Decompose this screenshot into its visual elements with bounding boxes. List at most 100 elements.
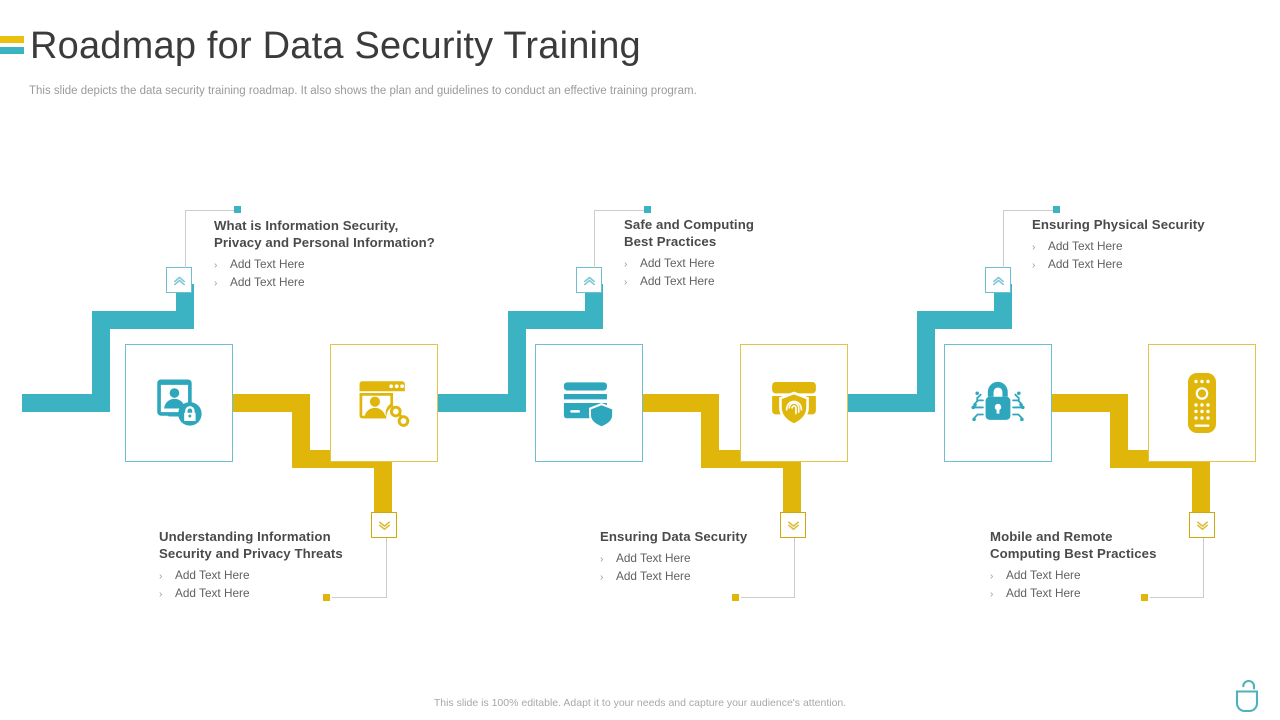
path-teal-node-drop-2	[585, 284, 603, 329]
icon-card-padlock-circuit[interactable]	[944, 344, 1052, 462]
bottom-block-data-security: Ensuring Data Security › Add Text Here ›…	[600, 528, 860, 586]
node-chevron-up-3[interactable]	[985, 267, 1011, 293]
bottom-block-privacy-threats: Understanding Information Security and P…	[159, 528, 459, 603]
chevron-right-icon: ›	[600, 572, 604, 583]
chevron-down-icon	[1196, 520, 1208, 530]
node-chevron-down-1[interactable]	[371, 512, 397, 538]
block-title: Mobile and Remote Computing Best Practic…	[990, 529, 1157, 561]
chevron-up-icon	[992, 276, 1004, 285]
bullet-item: › Add Text Here	[624, 273, 924, 291]
padlock-circuit-icon	[971, 381, 1025, 422]
bullet-item: › Add Text Here	[159, 585, 459, 603]
path-marker-dot-6	[1141, 594, 1148, 601]
icon-card-browser-person-link[interactable]	[330, 344, 438, 462]
bullet-text: Add Text Here	[230, 257, 305, 271]
path-gold-drop-3	[1110, 394, 1128, 468]
block-bullets: › Add Text Here › Add Text Here	[600, 550, 860, 586]
bullet-item: › Add Text Here	[1032, 256, 1272, 274]
thin-connector-horizontal-3	[1003, 210, 1058, 211]
path-teal-entry-horizontal	[22, 394, 110, 412]
path-gold-run-1	[233, 394, 310, 412]
block-title: Ensuring Physical Security	[1032, 217, 1205, 232]
bullet-item: › Add Text Here	[159, 567, 459, 585]
bullet-item: › Add Text Here	[600, 550, 860, 568]
chevron-right-icon: ›	[1032, 242, 1036, 253]
bullet-text: Add Text Here	[1048, 257, 1123, 271]
path-gold-drop-2	[701, 394, 719, 468]
bullet-item: › Add Text Here	[990, 585, 1260, 603]
path-gold-drop-1	[292, 394, 310, 468]
thin-connector-horizontal-6	[1150, 597, 1204, 598]
path-teal-run-2	[437, 394, 525, 412]
block-title: What is Information Security, Privacy an…	[214, 218, 435, 250]
chevron-right-icon: ›	[159, 571, 163, 582]
path-marker-dot-3	[1053, 206, 1060, 213]
title-accent-bars	[0, 36, 24, 54]
bullet-item: › Add Text Here	[990, 567, 1260, 585]
chevron-right-icon: ›	[214, 260, 218, 271]
bullet-item: › Add Text Here	[624, 255, 924, 273]
chevron-right-icon: ›	[990, 589, 994, 600]
path-teal-riser-1	[92, 311, 110, 412]
icon-card-shield-fingerprint[interactable]	[740, 344, 848, 462]
node-chevron-down-3[interactable]	[1189, 512, 1215, 538]
chevron-down-icon	[378, 520, 390, 530]
chevron-right-icon: ›	[990, 571, 994, 582]
icon-card-credit-card-shield[interactable]	[535, 344, 643, 462]
chevron-up-icon	[583, 276, 595, 285]
top-block-physical-security: Ensuring Physical Security › Add Text He…	[1032, 216, 1272, 274]
path-teal-node-drop-1	[176, 284, 194, 329]
node-chevron-up-1[interactable]	[166, 267, 192, 293]
bullet-text: Add Text Here	[640, 256, 715, 270]
chevron-up-icon	[173, 276, 185, 285]
footer-note: This slide is 100% editable. Adapt it to…	[433, 697, 847, 709]
node-chevron-down-2[interactable]	[780, 512, 806, 538]
chevron-right-icon: ›	[600, 554, 604, 565]
thin-connector-horizontal-4	[332, 597, 387, 598]
path-teal-run-3	[846, 394, 934, 412]
path-gold-node-rise-2	[783, 450, 801, 512]
icon-card-remote-keypad[interactable]	[1148, 344, 1256, 462]
icon-card-tablet-person-lock[interactable]	[125, 344, 233, 462]
remote-keypad-icon	[1188, 373, 1216, 433]
bullet-text: Add Text Here	[640, 274, 715, 288]
block-bullets: › Add Text Here › Add Text Here	[1032, 238, 1272, 274]
thin-connector-vertical-3	[1003, 210, 1004, 268]
chevron-right-icon: ›	[624, 277, 628, 288]
path-marker-dot-4	[323, 594, 330, 601]
path-gold-run-3	[1051, 394, 1128, 412]
chevron-right-icon: ›	[214, 278, 218, 289]
bullet-text: Add Text Here	[230, 275, 305, 289]
thin-connector-horizontal-1	[185, 210, 240, 211]
path-gold-node-rise-1	[374, 450, 392, 512]
bullet-text: Add Text Here	[175, 568, 250, 582]
block-bullets: › Add Text Here › Add Text Here	[624, 255, 924, 291]
thin-connector-vertical-1	[185, 210, 186, 268]
block-bullets: › Add Text Here › Add Text Here	[214, 256, 544, 292]
bullet-text: Add Text Here	[1048, 239, 1123, 253]
brand-logo	[1233, 679, 1261, 718]
bullet-text: Add Text Here	[616, 551, 691, 565]
bullet-item: › Add Text Here	[600, 568, 860, 586]
thin-connector-vertical-5	[794, 538, 795, 598]
path-marker-dot-1	[234, 206, 241, 213]
accent-bar-yellow	[0, 36, 24, 43]
shield-fingerprint-icon	[772, 382, 816, 427]
bullet-item: › Add Text Here	[1032, 238, 1272, 256]
block-title: Ensuring Data Security	[600, 529, 748, 544]
path-teal-riser-2	[508, 311, 526, 412]
accent-bar-teal	[0, 47, 24, 54]
bullet-text: Add Text Here	[175, 586, 250, 600]
path-gold-run-2	[642, 394, 719, 412]
thin-connector-horizontal-2	[594, 210, 649, 211]
chevron-right-icon: ›	[159, 589, 163, 600]
path-teal-top-run-1	[92, 311, 194, 329]
node-chevron-up-2[interactable]	[576, 267, 602, 293]
top-block-information-security: What is Information Security, Privacy an…	[214, 217, 544, 292]
bottom-block-mobile-remote: Mobile and Remote Computing Best Practic…	[990, 528, 1260, 603]
bullet-text: Add Text Here	[1006, 568, 1081, 582]
page-title: Roadmap for Data Security Training	[30, 25, 641, 67]
path-gold-node-rise-3	[1192, 450, 1210, 512]
thin-connector-horizontal-5	[741, 597, 795, 598]
